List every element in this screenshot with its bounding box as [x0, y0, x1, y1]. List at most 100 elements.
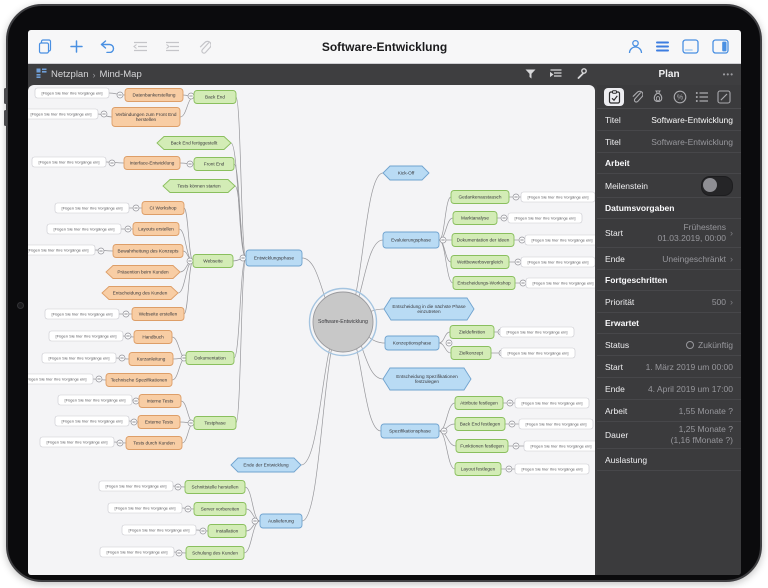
- collapse-toggle[interactable]: [500, 214, 508, 222]
- tab-resources[interactable]: [648, 88, 668, 106]
- mindmap-node-entkunden[interactable]: Entscheidung des Kunden: [101, 286, 179, 300]
- collapse-toggle[interactable]: [187, 92, 195, 100]
- collapse-toggle[interactable]: [508, 420, 516, 428]
- menu-icon[interactable]: [656, 41, 669, 52]
- mindmap-node-techspez[interactable]: Technische Spezifikationen: [105, 373, 173, 387]
- mindmap-node-installation[interactable]: Installation: [207, 524, 247, 538]
- collapse-toggle[interactable]: [132, 204, 140, 212]
- mindmap-placeholder-tag_externe[interactable]: [Fügen Sie hier Ihre Vorgänge ein]: [54, 415, 130, 427]
- outdent-icon[interactable]: [133, 41, 148, 52]
- mindmap-placeholder-tag_zieldef[interactable]: [Fügen Sie hier Ihre Vorgänge ein]: [499, 326, 575, 338]
- documents-icon[interactable]: [38, 39, 53, 54]
- collapse-toggle[interactable]: [100, 110, 108, 118]
- collapse-toggle[interactable]: [175, 549, 183, 557]
- tab-notes[interactable]: [714, 88, 734, 106]
- mindmap-node-datenbank[interactable]: Datenbankerstellung: [124, 88, 184, 102]
- field-ende-vorgabe[interactable]: Ende Uneingeschränkt ›: [597, 248, 741, 270]
- collapse-toggle[interactable]: [122, 310, 130, 318]
- undo-icon[interactable]: [100, 40, 116, 53]
- collaborators-icon[interactable]: [628, 39, 643, 54]
- mindmap-node-dokideen[interactable]: Dokumentation der Ideen: [451, 233, 515, 247]
- mindmap-placeholder-tag_server[interactable]: [Fügen Sie hier Ihre Vorgänge ein]: [107, 502, 183, 514]
- collapse-toggle[interactable]: [186, 257, 194, 265]
- mindmap-placeholder-tag_funktionen[interactable]: [Fügen Sie hier Ihre Vorgänge ein]: [523, 440, 595, 452]
- mindmap-node-testphase[interactable]: Testphase: [193, 416, 237, 430]
- collapse-toggle[interactable]: [118, 354, 126, 362]
- tab-completion[interactable]: %: [670, 88, 690, 106]
- mindmap-placeholder-tag_schulung[interactable]: [Fügen Sie hier Ihre Vorgänge ein]: [99, 546, 175, 558]
- mindmap-node-schnittstelle[interactable]: Schnittstelle herstellen: [184, 480, 246, 494]
- mindmap-node-konzept[interactable]: Konzeptionsphase: [384, 335, 440, 351]
- collapse-toggle[interactable]: [124, 332, 132, 340]
- mindmap-node-layoutf[interactable]: Layout festlegen: [454, 462, 502, 476]
- outline-icon[interactable]: [549, 66, 562, 84]
- mindmap-placeholder-tag_entwork[interactable]: [Fügen Sie hier Ihre Vorgänge ein]: [525, 277, 595, 289]
- more-button[interactable]: •••: [722, 70, 734, 79]
- mindmap-node-backend[interactable]: Back End: [193, 90, 237, 104]
- collapse-toggle[interactable]: [440, 427, 448, 435]
- field-start-vorgabe[interactable]: Start Frühestens 01.03.2019, 00:00 ›: [597, 219, 741, 248]
- filter-icon[interactable]: [525, 66, 536, 84]
- mindmap-placeholder-tag_handbuch[interactable]: [Fügen Sie hier Ihre Vorgänge ein]: [48, 330, 124, 342]
- mindmap-node-webserst[interactable]: Webseite erstellen: [131, 307, 185, 321]
- mindmap-node-zielkonz[interactable]: Zielkonzept: [450, 346, 492, 360]
- field-prioritaet[interactable]: Priorität 500 ›: [597, 291, 741, 313]
- mindmap-node-webseite[interactable]: Webseite: [192, 254, 234, 268]
- tab-info[interactable]: [604, 87, 624, 106]
- mindmap-placeholder-tag_interne[interactable]: [Fügen Sie hier Ihre Vorgänge ein]: [57, 394, 133, 406]
- mindmap-node-auslieferung[interactable]: Auslieferung: [259, 513, 303, 529]
- mindmap-placeholder-tag_backendf[interactable]: [Fügen Sie hier Ihre Vorgänge ein]: [518, 418, 594, 430]
- mindmap-placeholder-tag_techspez[interactable]: [Fügen Sie hier Ihre Vorgänge ein]: [28, 373, 94, 385]
- mindmap-node-frontend[interactable]: Front End: [193, 157, 235, 171]
- mindmap-node-bewahr[interactable]: Bewahrheitung des Konzepts: [112, 244, 184, 258]
- mindmap-node-testsstarten[interactable]: Tests können starten: [162, 179, 236, 193]
- collapse-toggle[interactable]: [186, 160, 194, 168]
- collapse-toggle[interactable]: [97, 247, 105, 255]
- mindmap-placeholder-tag_wettbewerb[interactable]: [Fügen Sie hier Ihre Vorgänge ein]: [520, 256, 595, 268]
- collapse-toggle[interactable]: [187, 419, 195, 427]
- mindmap-node-kurzanl[interactable]: Kurzanleitung: [128, 352, 174, 366]
- mindmap-node-handbuch[interactable]: Handbuch: [133, 330, 173, 344]
- collapse-toggle[interactable]: [199, 527, 207, 535]
- mindmap-placeholder-tag_webserst[interactable]: [Fügen Sie hier Ihre Vorgänge ein]: [44, 308, 120, 320]
- collapse-toggle[interactable]: [108, 159, 116, 167]
- tab-attachments[interactable]: [626, 88, 646, 106]
- collapse-toggle[interactable]: [130, 418, 138, 426]
- mindmap-node-dokumentation[interactable]: Dokumentation: [185, 351, 235, 365]
- collapse-toggle[interactable]: [132, 397, 140, 405]
- mindmap-placeholder-tag_verbindungen[interactable]: [Fügen Sie hier Ihre Vorgänge ein]: [28, 108, 99, 120]
- field-titel[interactable]: Titel Software-Entwicklung: [597, 109, 741, 131]
- mindmap-node-externe[interactable]: Externe Tests: [137, 415, 181, 429]
- mindmap-placeholder-tag_kurzanl[interactable]: [Fügen Sie hier Ihre Vorgänge ein]: [41, 352, 117, 364]
- collapse-toggle[interactable]: [95, 375, 103, 383]
- tools-icon[interactable]: [576, 66, 587, 84]
- collapse-toggle[interactable]: [124, 225, 132, 233]
- breadcrumb-view[interactable]: Mind-Map: [99, 69, 142, 80]
- attachment-icon[interactable]: [197, 40, 211, 54]
- tab-outline[interactable]: [692, 88, 712, 106]
- collapse-toggle[interactable]: [116, 91, 124, 99]
- mindmap-placeholder-tag_layouts[interactable]: [Fügen Sie hier Ihre Vorgänge ein]: [46, 223, 122, 235]
- mindmap-placeholder-tag_dokideen[interactable]: [Fügen Sie hier Ihre Vorgänge ein]: [524, 234, 595, 246]
- mindmap-node-entwicklung[interactable]: Entwicklungsphase: [245, 249, 303, 267]
- mindmap-node-wettbewerb[interactable]: Wettbewerbsvergleich: [450, 255, 510, 269]
- mindmap-placeholder-tag_attribute[interactable]: [Fügen Sie hier Ihre Vorgänge ein]: [514, 397, 590, 409]
- mindmap-placeholder-tag_schnittstelle[interactable]: [Fügen Sie hier Ihre Vorgänge ein]: [98, 480, 174, 492]
- collapse-toggle[interactable]: [251, 517, 259, 525]
- mindmap-node-endeentw[interactable]: Ende der Entwicklung: [230, 457, 302, 473]
- collapse-toggle[interactable]: [518, 236, 526, 244]
- mindmap-node-backendfert[interactable]: Back End fertiggestellt: [156, 136, 232, 150]
- mindmap-node-layouts[interactable]: Layouts erstellen: [132, 222, 180, 236]
- mindmap-node-funktionen[interactable]: Funktionen festlegen: [455, 439, 509, 453]
- collapse-toggle[interactable]: [505, 465, 513, 473]
- mindmap-node-eval[interactable]: Evaluierungsphase: [382, 231, 440, 249]
- inspector-view-icon[interactable]: [712, 39, 729, 54]
- add-icon[interactable]: [70, 40, 83, 53]
- bottom-bar-view-icon[interactable]: [682, 39, 699, 54]
- mindmap-node-praesention[interactable]: Präsention beim Kunden: [105, 265, 181, 279]
- mindmap-placeholder-tag_datenbank[interactable]: [Fügen Sie hier Ihre Vorgänge ein]: [34, 87, 110, 99]
- collapse-toggle[interactable]: [519, 279, 527, 287]
- collapse-toggle[interactable]: [184, 505, 192, 513]
- mindmap-placeholder-tag_installation[interactable]: [Fügen Sie hier Ihre Vorgänge ein]: [121, 524, 197, 536]
